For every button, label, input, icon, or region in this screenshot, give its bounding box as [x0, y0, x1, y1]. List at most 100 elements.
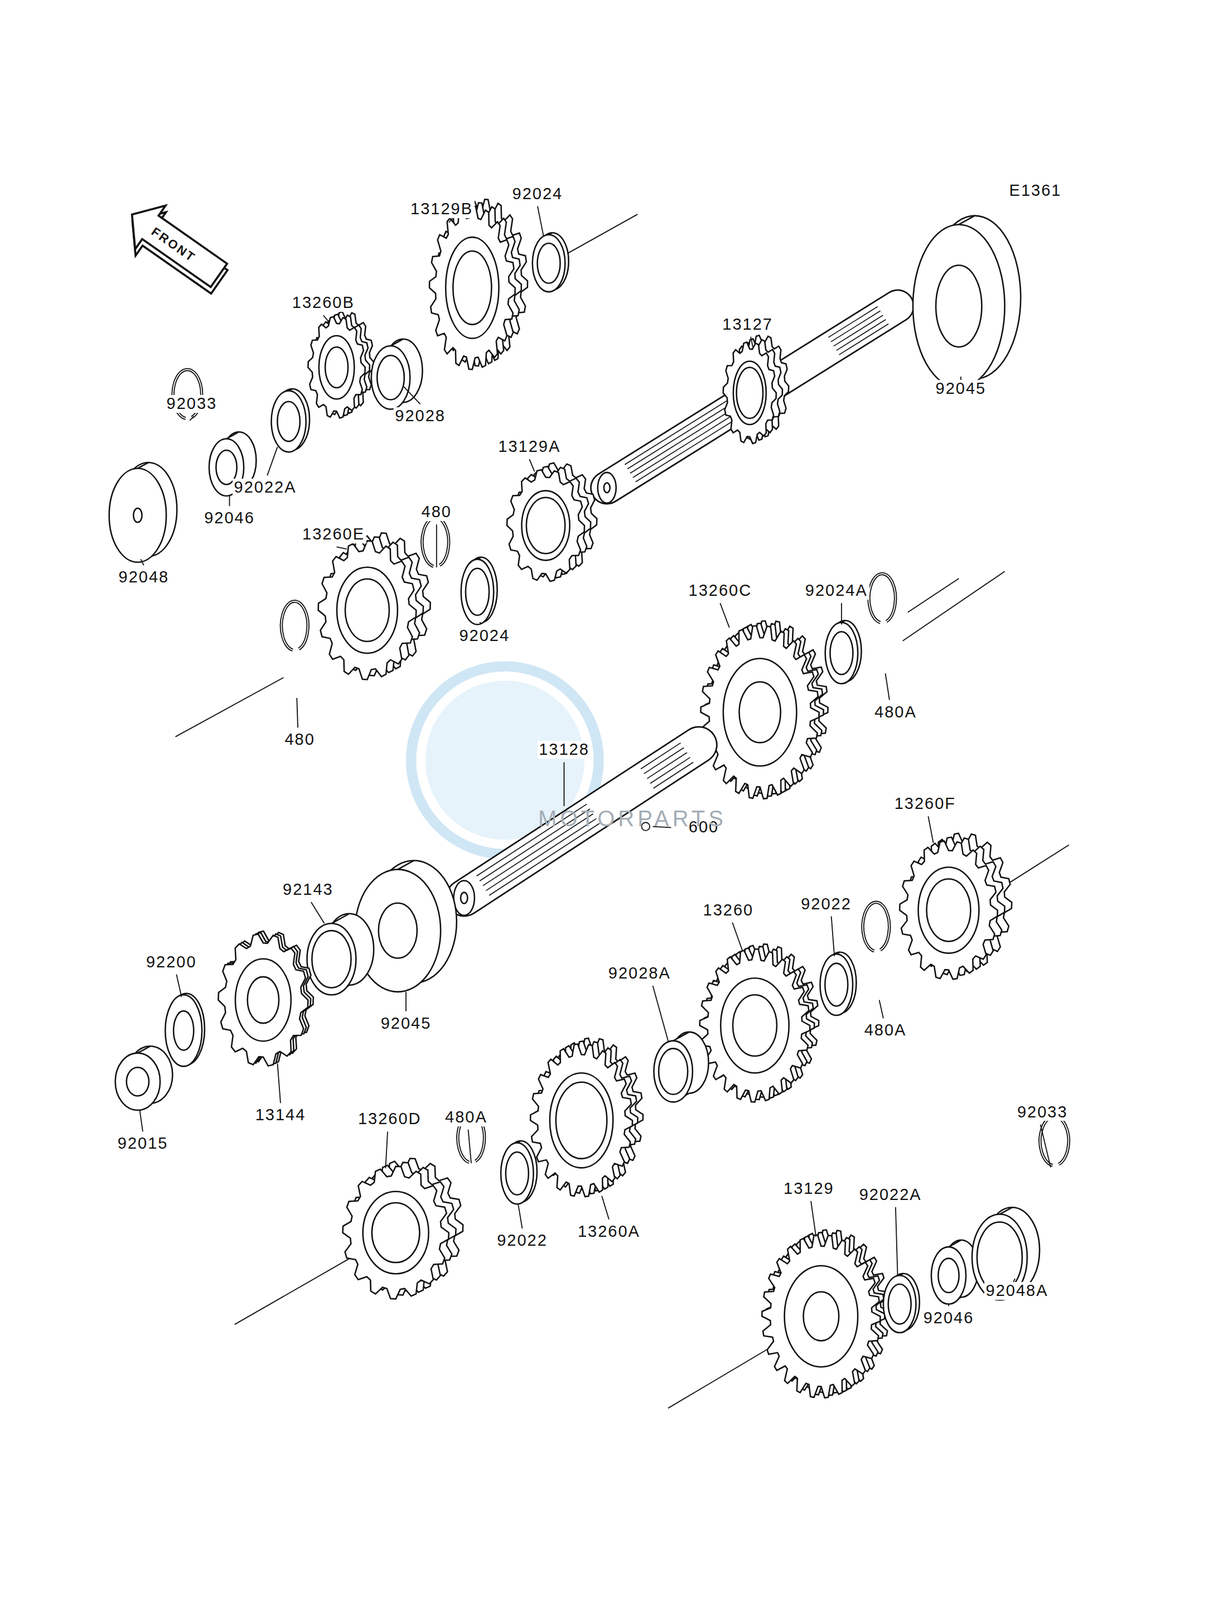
gear — [342, 1158, 464, 1299]
gear-face — [761, 1234, 881, 1397]
callout-number: 92022A — [232, 478, 299, 497]
drawing-part — [453, 880, 475, 915]
ball-bearing — [912, 215, 1021, 388]
gear-face — [506, 469, 585, 582]
drawing-part — [883, 1274, 917, 1332]
drawing-part — [537, 243, 561, 284]
callout-number: 92022A — [857, 1185, 924, 1204]
washer — [820, 951, 857, 1015]
gear-hub — [521, 490, 570, 561]
drawing-part — [500, 1142, 534, 1205]
drawing-part — [830, 310, 881, 342]
callout-number: 92024 — [457, 626, 512, 645]
drawing-part — [378, 902, 418, 959]
leader-line — [879, 999, 884, 1018]
callout-number: 13127 — [720, 315, 775, 334]
leader-line — [176, 974, 182, 997]
callout-number: 92045 — [379, 1014, 434, 1033]
callout-number: 13260A — [576, 1222, 642, 1241]
leader-line — [840, 602, 843, 625]
gear-face — [342, 1166, 449, 1299]
gear-face — [218, 933, 308, 1066]
washer — [461, 557, 498, 625]
axis-line — [175, 677, 284, 737]
leader-line — [895, 1206, 898, 1276]
drawing-part — [461, 558, 495, 625]
drawing-part — [505, 1151, 529, 1195]
callout-number: 92143 — [281, 880, 336, 899]
bushing — [653, 1031, 709, 1102]
circlip — [868, 573, 896, 622]
drawing-part — [390, 339, 404, 346]
drawing-part — [938, 1258, 959, 1293]
drawing-part — [115, 1052, 161, 1110]
leader-line — [323, 315, 329, 322]
arrow-outline — [116, 192, 234, 298]
leader-line — [436, 524, 438, 568]
callout-number: 480 — [419, 503, 454, 521]
washer — [883, 1273, 920, 1333]
callout-number: 13260C — [687, 581, 754, 600]
washer — [532, 232, 569, 292]
drawing-part — [137, 1045, 151, 1053]
leader-line — [750, 336, 753, 347]
drawing-part — [277, 401, 300, 442]
drawing-part — [606, 306, 898, 488]
collar — [109, 462, 178, 563]
gear-face — [530, 1043, 633, 1197]
drawing-part — [311, 930, 351, 988]
leader-line — [518, 1203, 522, 1229]
shaft-gear — [723, 335, 789, 444]
drawing-part — [948, 1239, 961, 1247]
drawing-part — [640, 742, 681, 770]
drawing-part — [833, 315, 884, 346]
drawing-part — [397, 860, 414, 870]
axis-line — [902, 571, 1005, 641]
callout-number: 92200 — [144, 953, 199, 971]
washer — [500, 1140, 538, 1204]
drawing-part — [868, 573, 896, 622]
drawing-part — [307, 922, 357, 995]
drawing-part — [165, 994, 202, 1066]
callout-number: 92048A — [984, 1281, 1051, 1300]
front-arrow — [113, 192, 238, 304]
callout-number: 92048 — [117, 568, 172, 587]
gear — [429, 199, 528, 370]
gear — [701, 620, 829, 799]
leader-line — [529, 458, 535, 472]
drawing-part — [422, 517, 449, 567]
leader-line — [267, 446, 278, 476]
leader-line — [948, 1303, 950, 1307]
callout-number: 480A — [872, 703, 919, 722]
drawing-part — [126, 1066, 149, 1096]
callout-number: 13260B — [290, 293, 357, 312]
callout-number: 92022 — [799, 895, 854, 913]
drawing-part — [137, 462, 149, 469]
drawing-part — [281, 601, 309, 650]
leader-line — [277, 1062, 280, 1103]
gear-bore — [738, 681, 781, 743]
callout-number: 13128 — [537, 740, 592, 759]
drawing-part — [460, 892, 468, 904]
gear-hub — [235, 958, 292, 1041]
drawing-part — [603, 482, 611, 493]
leader-line — [719, 602, 729, 628]
drawing-part — [109, 468, 167, 563]
drawing-part — [820, 953, 854, 1015]
gear-hub — [723, 658, 797, 766]
leader-line — [468, 1129, 472, 1163]
callout-number: 92015 — [115, 1134, 171, 1153]
drawing-part — [644, 747, 685, 774]
drawing-part — [931, 1246, 966, 1304]
axis-line — [234, 1256, 352, 1324]
callout-number: 92028A — [606, 964, 673, 983]
gear-face — [899, 840, 998, 980]
drawing-part — [133, 508, 142, 522]
gear-bore — [803, 1291, 840, 1341]
callout-number: 92046 — [921, 1308, 976, 1327]
gear-hub — [363, 1191, 429, 1274]
leader-line — [653, 985, 669, 1041]
drawing-part — [888, 1283, 912, 1324]
gear-hub — [318, 335, 355, 399]
